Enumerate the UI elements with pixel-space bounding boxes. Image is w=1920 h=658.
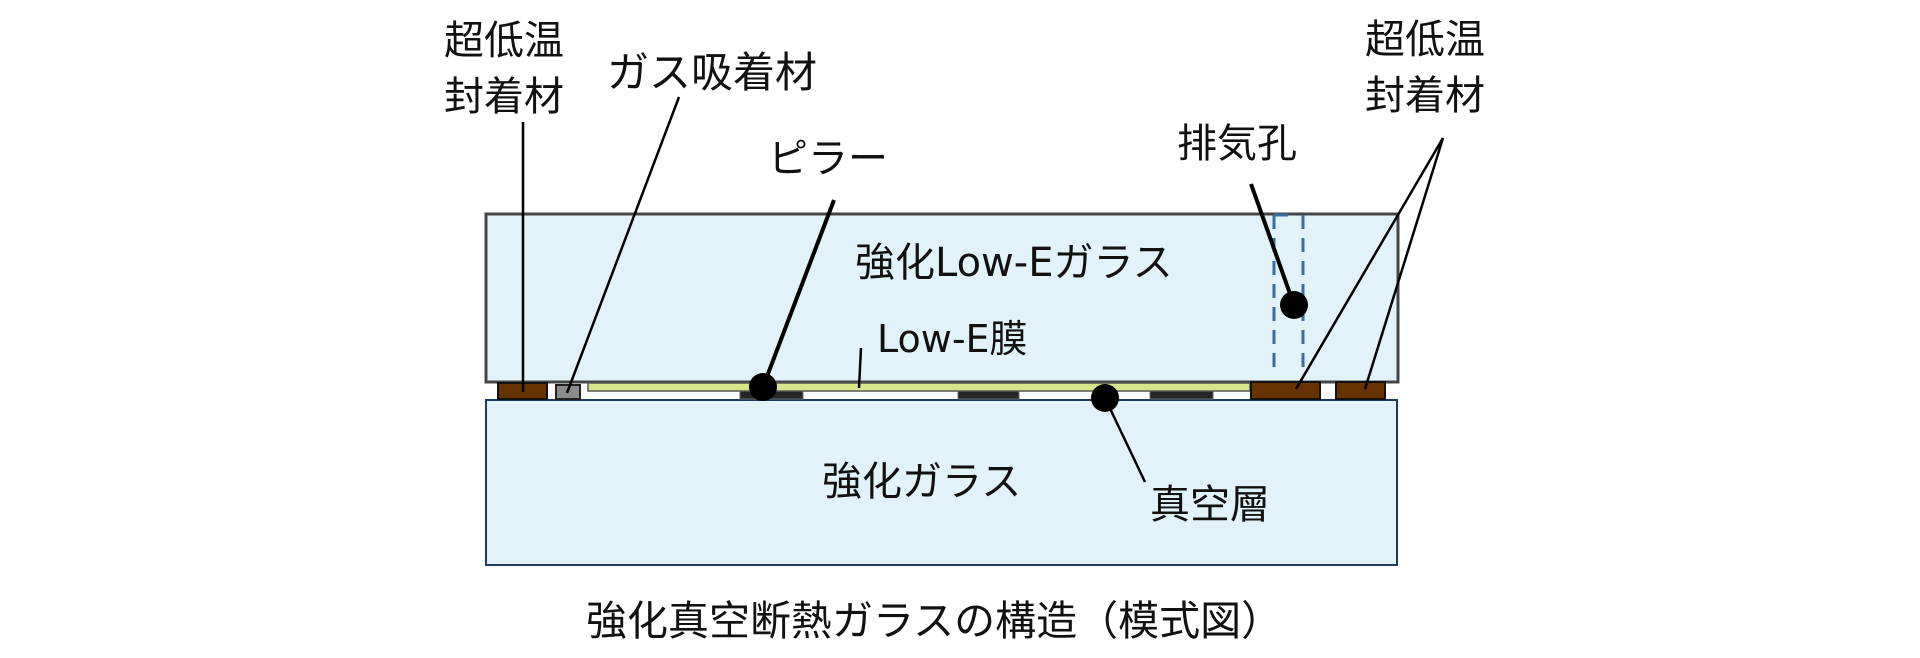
label-seal-left-line2: 封着材: [444, 74, 564, 120]
top-glass: [484, 212, 1400, 384]
label-exhaust-hole: 排気孔: [1177, 121, 1297, 167]
label-pillar: ピラー: [768, 136, 888, 182]
exhaust-hole-outline: [1272, 213, 1305, 368]
leader-gas-absorber: [565, 96, 681, 394]
label-seal-left-line1: 超低温: [444, 18, 564, 64]
leader-lines: [521, 96, 1445, 483]
label-vacuum-layer: 真空層: [1150, 482, 1270, 528]
vacuum-layer-marker: [1091, 384, 1119, 412]
label-seal-left: 超低温 封着材: [444, 13, 564, 125]
leader-seal-right-inner: [1294, 137, 1445, 390]
label-bottom-glass: 強化ガラス: [822, 459, 1022, 505]
leader-exhaust-hole: [1249, 183, 1296, 306]
leader-pillar: [761, 199, 836, 388]
label-gas-absorber: ガス吸着材: [607, 48, 818, 97]
label-seal-right: 超低温 封着材: [1365, 12, 1485, 124]
pillar: [1149, 390, 1214, 400]
seal-right-inner: [1250, 381, 1321, 400]
label-top-glass: 強化Low-Eガラス: [855, 240, 1173, 286]
leader-lowe-film: [857, 347, 863, 389]
label-seal-right-line2: 封着材: [1365, 73, 1485, 119]
bottom-glass: [485, 399, 1398, 566]
label-lowe-film: Low-E膜: [877, 317, 1028, 361]
leader-vacuum-layer: [1103, 397, 1147, 483]
pillar-marker: [749, 373, 777, 401]
label-seal-right-line1: 超低温: [1365, 17, 1485, 63]
pillar: [957, 390, 1020, 400]
leader-seal-right-outer: [1363, 137, 1445, 390]
diagram-caption: 強化真空断熱ガラスの構造（模式図）: [586, 597, 1283, 645]
exhaust-hole-marker: [1280, 291, 1308, 319]
lowe-film: [587, 382, 1251, 392]
seal-right-outer: [1335, 381, 1386, 400]
